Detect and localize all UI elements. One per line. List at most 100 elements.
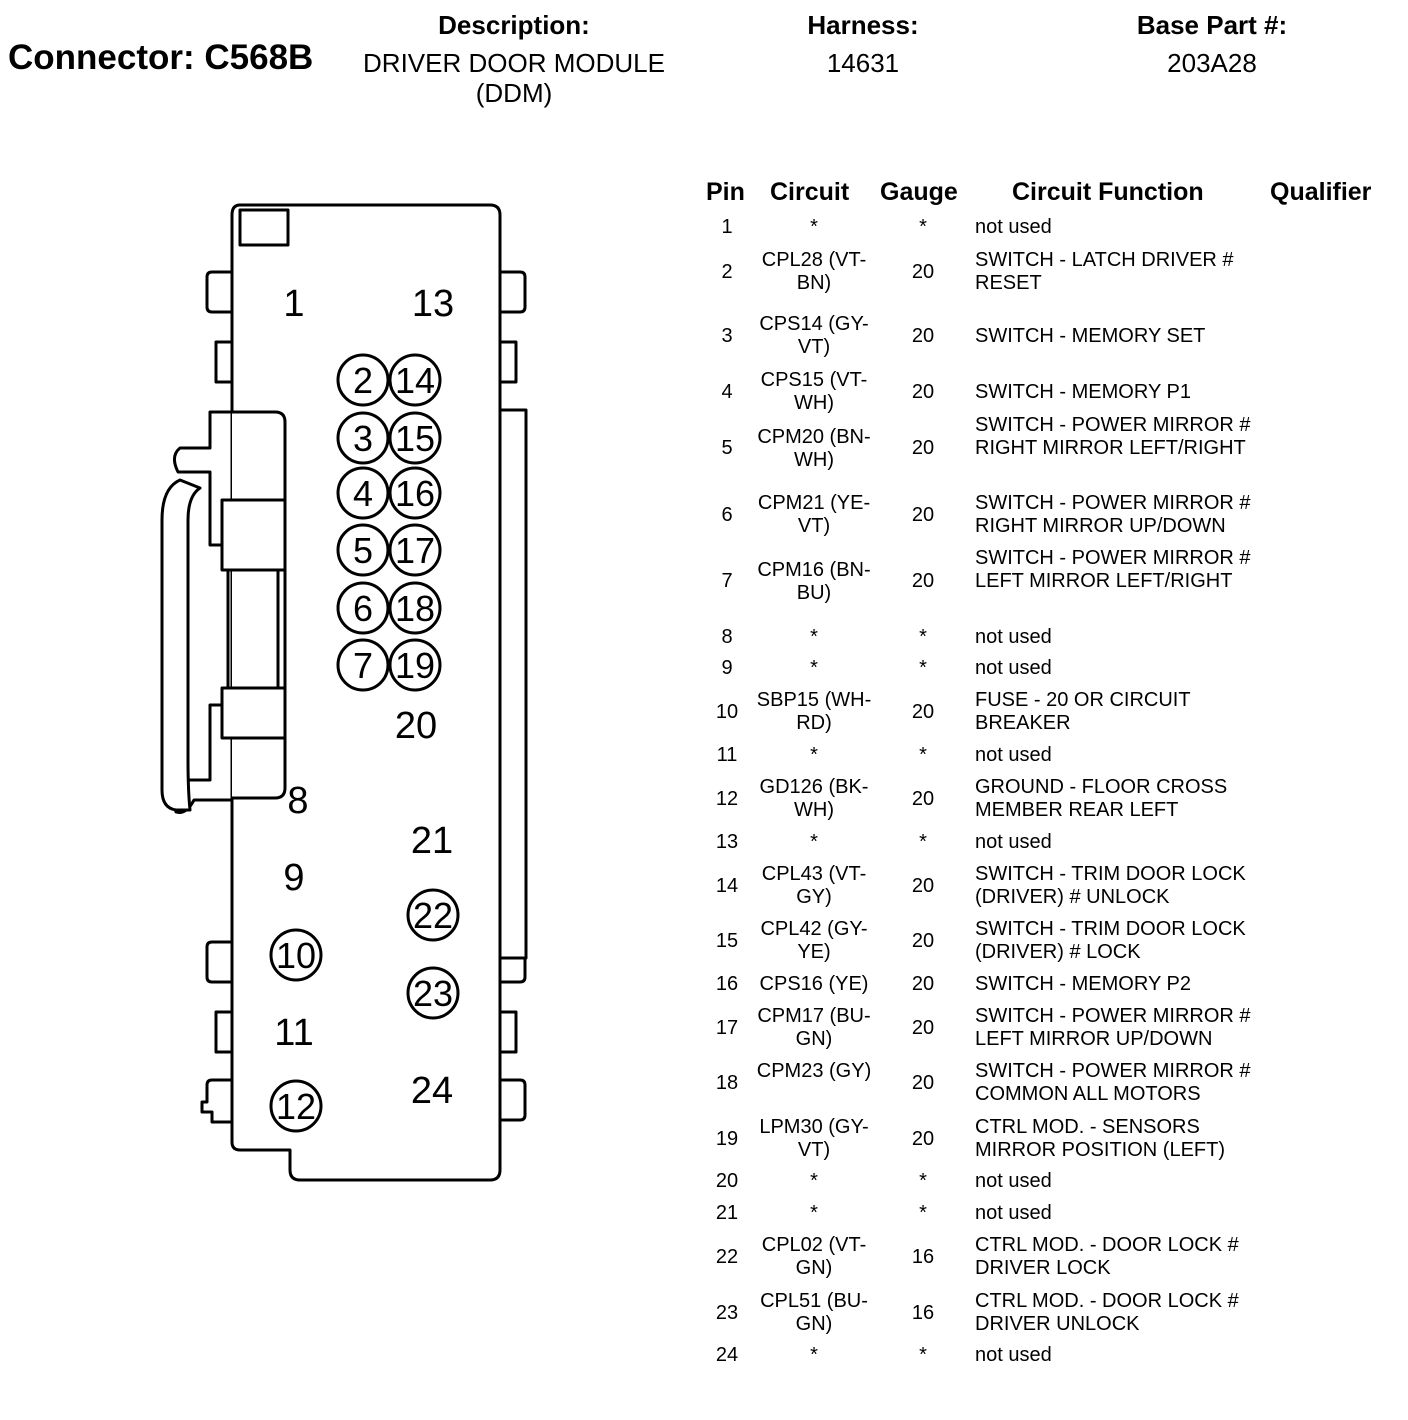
circuit-function: not used <box>975 1170 1052 1192</box>
left-tab <box>214 1010 234 1054</box>
pin-label: 20 <box>395 705 437 747</box>
wire-gauge: 16 <box>911 1301 935 1324</box>
circuit-function: CTRL MOD. - DOOR LOCK # DRIVER LOCK <box>975 1234 1239 1279</box>
pin-cavity-circle <box>336 523 390 577</box>
circuit-function: SWITCH - TRIM DOOR LOCK (DRIVER) # UNLOC… <box>975 863 1246 908</box>
right-rail <box>500 408 528 960</box>
left-tab <box>200 1078 234 1124</box>
wire-gauge: 20 <box>911 503 935 526</box>
description-value: DRIVER DOOR MODULE (DDM) <box>363 48 665 108</box>
pin-number: 3 <box>721 324 733 347</box>
pin-cavity-circle <box>388 411 442 465</box>
harness-label: Harness: <box>807 10 919 40</box>
wire-gauge: 16 <box>911 1245 935 1268</box>
right-tab <box>498 1078 527 1122</box>
pin-label: 10 <box>276 935 316 976</box>
pin-number: 7 <box>721 570 733 592</box>
key-notch <box>238 208 290 247</box>
circuit-function: not used <box>975 1202 1052 1224</box>
circuit-code: * <box>810 657 818 679</box>
connector-title: Connector: C568B <box>8 38 314 77</box>
pin-cavity-circle <box>388 466 442 520</box>
circuit-code: CPM20 (BN-WH) <box>757 425 871 471</box>
circuit-code: CPM23 (GY) <box>756 1060 872 1082</box>
circuit-code: * <box>810 831 818 853</box>
harness-value: 14631 <box>826 48 900 78</box>
pin-cavity-circle <box>388 581 442 635</box>
wire-gauge: 20 <box>911 437 935 459</box>
circuit-code: SBP15 (WH-RD) <box>756 689 872 734</box>
wire-gauge: * <box>919 1170 927 1192</box>
pin-number: 8 <box>721 626 733 648</box>
latch-spring <box>160 478 202 812</box>
circuit-function: SWITCH - POWER MIRROR # RIGHT MIRROR UP/… <box>975 492 1251 537</box>
description-label: Description: <box>438 10 590 40</box>
circuit-code: GD126 (BK-WH) <box>759 776 869 821</box>
base-part-value: 203A28 <box>1167 48 1257 78</box>
pin-label: 7 <box>353 645 373 686</box>
pin-label: 8 <box>287 780 308 822</box>
wire-gauge: 20 <box>911 929 935 952</box>
pin-number: 5 <box>721 437 733 459</box>
pin-label: 15 <box>395 418 435 459</box>
circuit-function: SWITCH - POWER MIRROR # RIGHT MIRROR LEF… <box>975 414 1251 459</box>
circuit-function: SWITCH - MEMORY P1 <box>975 380 1191 403</box>
wire-gauge: * <box>919 1344 927 1366</box>
circuit-code: * <box>810 1344 818 1366</box>
circuit-function: not used <box>975 657 1052 679</box>
pin-number: 4 <box>721 380 733 403</box>
pin-label: 23 <box>413 973 453 1014</box>
pin-cavity-circle <box>336 411 390 465</box>
pin-label: 14 <box>395 360 435 401</box>
circuit-function: SWITCH - POWER MIRROR # LEFT MIRROR UP/D… <box>975 1005 1251 1050</box>
wire-gauge: 20 <box>911 787 935 810</box>
pin-cavity-circle <box>388 523 442 577</box>
circuit-code: CPS14 (GY-VT) <box>759 313 869 358</box>
column-header-gauge: Gauge <box>880 178 958 206</box>
pin-cavity-circle <box>269 928 323 982</box>
wire-gauge: 20 <box>911 1071 935 1094</box>
pin-label: 13 <box>412 283 454 325</box>
pin-cavity-circle <box>406 888 460 942</box>
column-header-qualifier: Qualifier <box>1270 178 1372 206</box>
circuit-function: not used <box>975 744 1052 766</box>
pin-number: 17 <box>715 1016 739 1039</box>
wire-gauge: 20 <box>911 1127 935 1150</box>
pin-number: 24 <box>715 1344 739 1366</box>
latch-block-lower <box>220 686 287 740</box>
pin-label: 19 <box>395 645 435 686</box>
pin-label: 16 <box>395 473 435 514</box>
pin-label: 17 <box>395 530 435 571</box>
circuit-function: GROUND - FLOOR CROSS MEMBER REAR LEFT <box>975 776 1228 821</box>
circuit-code: CPS16 (YE) <box>759 973 869 995</box>
pin-label: 12 <box>276 1086 316 1127</box>
pin-cavity-circle <box>336 466 390 520</box>
wire-gauge: 20 <box>911 570 935 592</box>
pin-cavity-circle <box>336 638 390 692</box>
circuit-code: * <box>810 1170 818 1192</box>
left-tab <box>214 340 234 384</box>
pin-label: 5 <box>353 530 373 571</box>
pin-number: 6 <box>721 503 733 526</box>
pin-cavity-circle <box>388 353 442 407</box>
circuit-code: CPL51 (BU-GN) <box>760 1290 868 1335</box>
circuit-code: CPM16 (BN-BU) <box>757 558 871 604</box>
pin-number: 13 <box>715 831 739 853</box>
wire-gauge: * <box>919 744 927 766</box>
wire-gauge: * <box>919 626 927 648</box>
circuit-function: SWITCH - MEMORY P2 <box>975 973 1191 995</box>
circuit-function: not used <box>975 1344 1052 1366</box>
pin-label: 4 <box>353 473 373 514</box>
pin-label: 11 <box>274 1012 313 1054</box>
circuit-code: LPM30 (GY-VT) <box>759 1116 869 1161</box>
pin-label: 22 <box>413 895 453 936</box>
right-tab <box>498 270 527 314</box>
pin-label: 18 <box>395 588 435 629</box>
pin-label: 9 <box>283 857 304 899</box>
pin-label: 1 <box>283 283 304 325</box>
pin-number: 22 <box>715 1245 739 1268</box>
wire-gauge: * <box>919 831 927 853</box>
latch-arm-upper <box>173 410 232 547</box>
circuit-code: * <box>810 626 818 648</box>
